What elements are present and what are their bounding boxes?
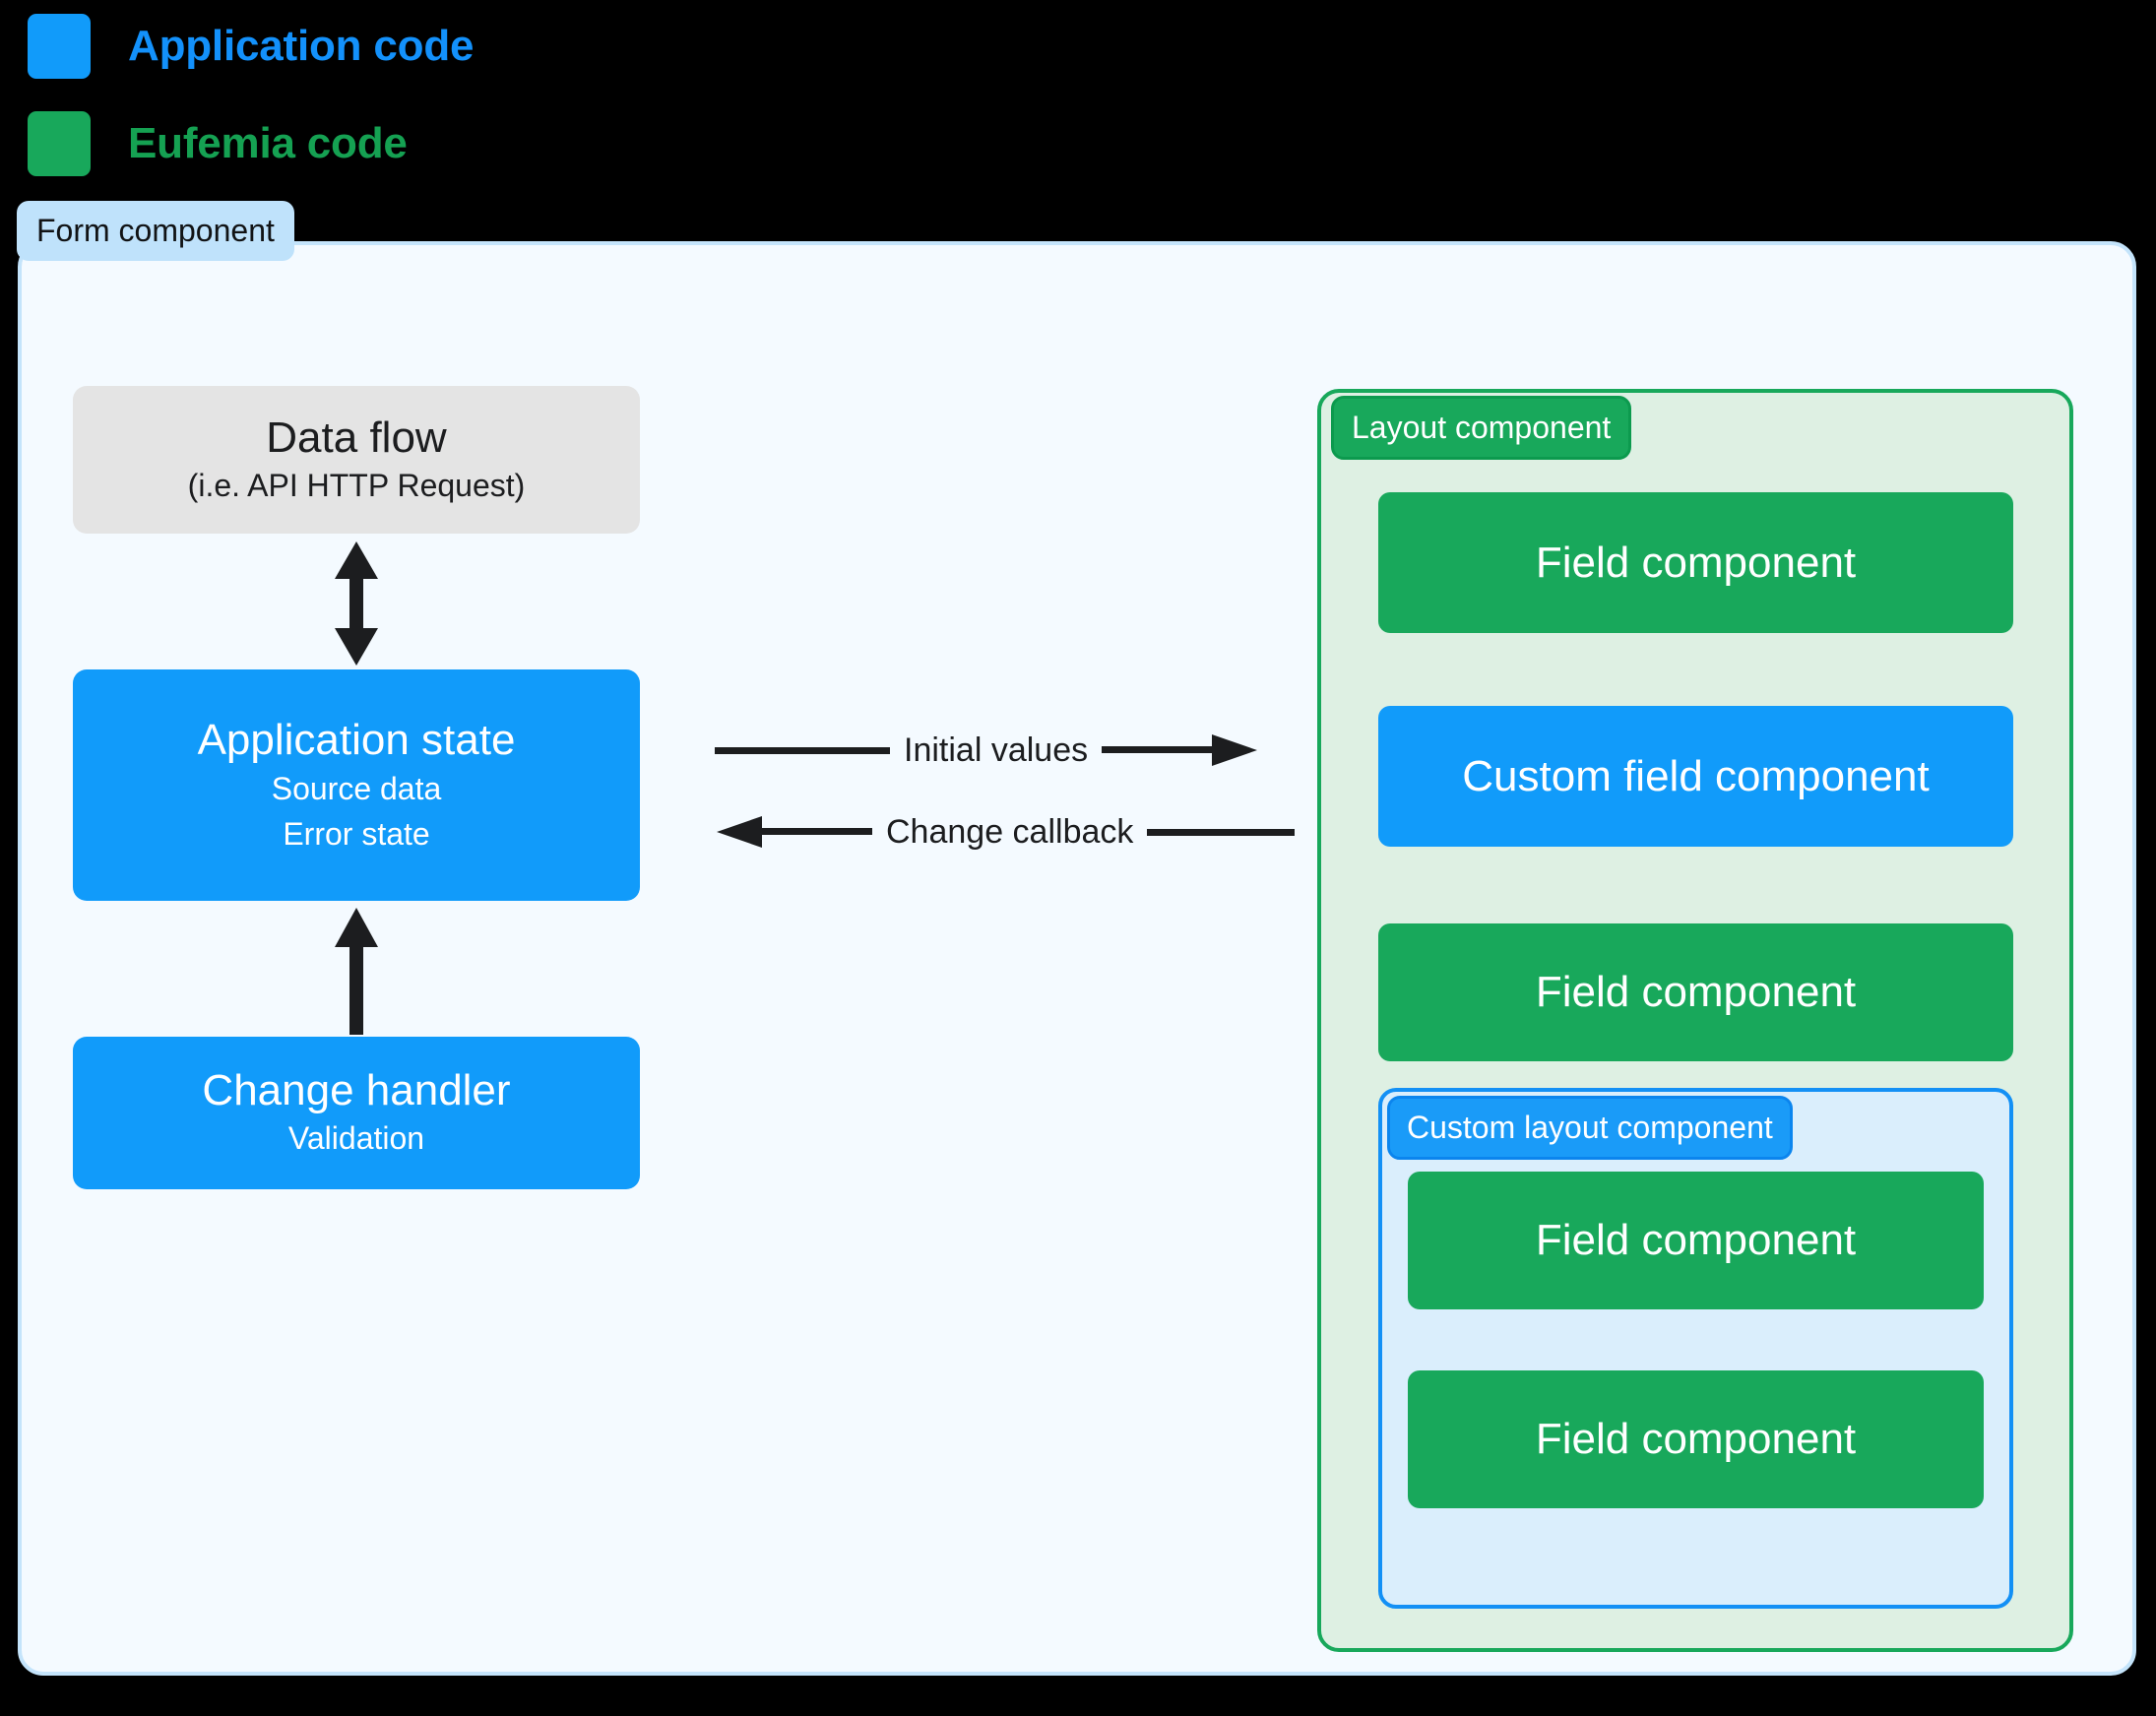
application-state-title: Application state	[197, 715, 516, 764]
legend-label-application-code: Application code	[128, 22, 475, 70]
legend-swatch-icon-application-code	[28, 14, 91, 79]
line-segment-icon	[1147, 829, 1296, 836]
change-callback-connector: Change callback	[715, 812, 1296, 852]
change-handler-subtitle: Validation	[287, 1120, 425, 1156]
field-component-box: Field component	[1378, 923, 2013, 1061]
layout-component-badge: Layout component	[1331, 396, 1632, 460]
data-flow-box: Data flow (i.e. API HTTP Request)	[73, 386, 640, 534]
form-component-badge: Form component	[17, 201, 294, 261]
double-arrow-vertical-icon	[328, 540, 385, 672]
arrow-left-icon	[717, 816, 872, 848]
field-component-box: Field component	[1408, 1370, 1984, 1508]
field-component-box: Field component	[1408, 1172, 1984, 1309]
legend-swatch-icon-eufemia-code	[28, 111, 91, 176]
custom-field-component-box: Custom field component	[1378, 706, 2013, 847]
initial-values-label: Initial values	[904, 731, 1089, 769]
arrow-right-icon	[1102, 734, 1258, 766]
arrow-up-icon	[328, 906, 385, 1042]
change-handler-title: Change handler	[202, 1066, 511, 1115]
legend-label-eufemia-code: Eufemia code	[128, 119, 408, 167]
legend-item-application-code: Application code	[28, 14, 474, 79]
legend-item-eufemia-code: Eufemia code	[28, 111, 474, 176]
data-flow-title: Data flow	[266, 413, 447, 462]
legend: Application code Eufemia code	[28, 14, 474, 176]
application-state-source-data: Source data	[271, 771, 442, 807]
custom-layout-component-container	[1378, 1088, 2013, 1609]
application-state-error-state: Error state	[283, 815, 430, 852]
change-handler-box: Change handler Validation	[73, 1037, 640, 1189]
initial-values-connector: Initial values	[715, 731, 1259, 770]
line-segment-icon	[715, 747, 890, 754]
change-callback-label: Change callback	[886, 813, 1134, 851]
data-flow-subtitle: (i.e. API HTTP Request)	[187, 467, 526, 503]
application-state-box: Application state Source data Error stat…	[73, 669, 640, 901]
field-component-box: Field component	[1378, 492, 2013, 633]
custom-layout-component-badge: Custom layout component	[1387, 1096, 1793, 1160]
